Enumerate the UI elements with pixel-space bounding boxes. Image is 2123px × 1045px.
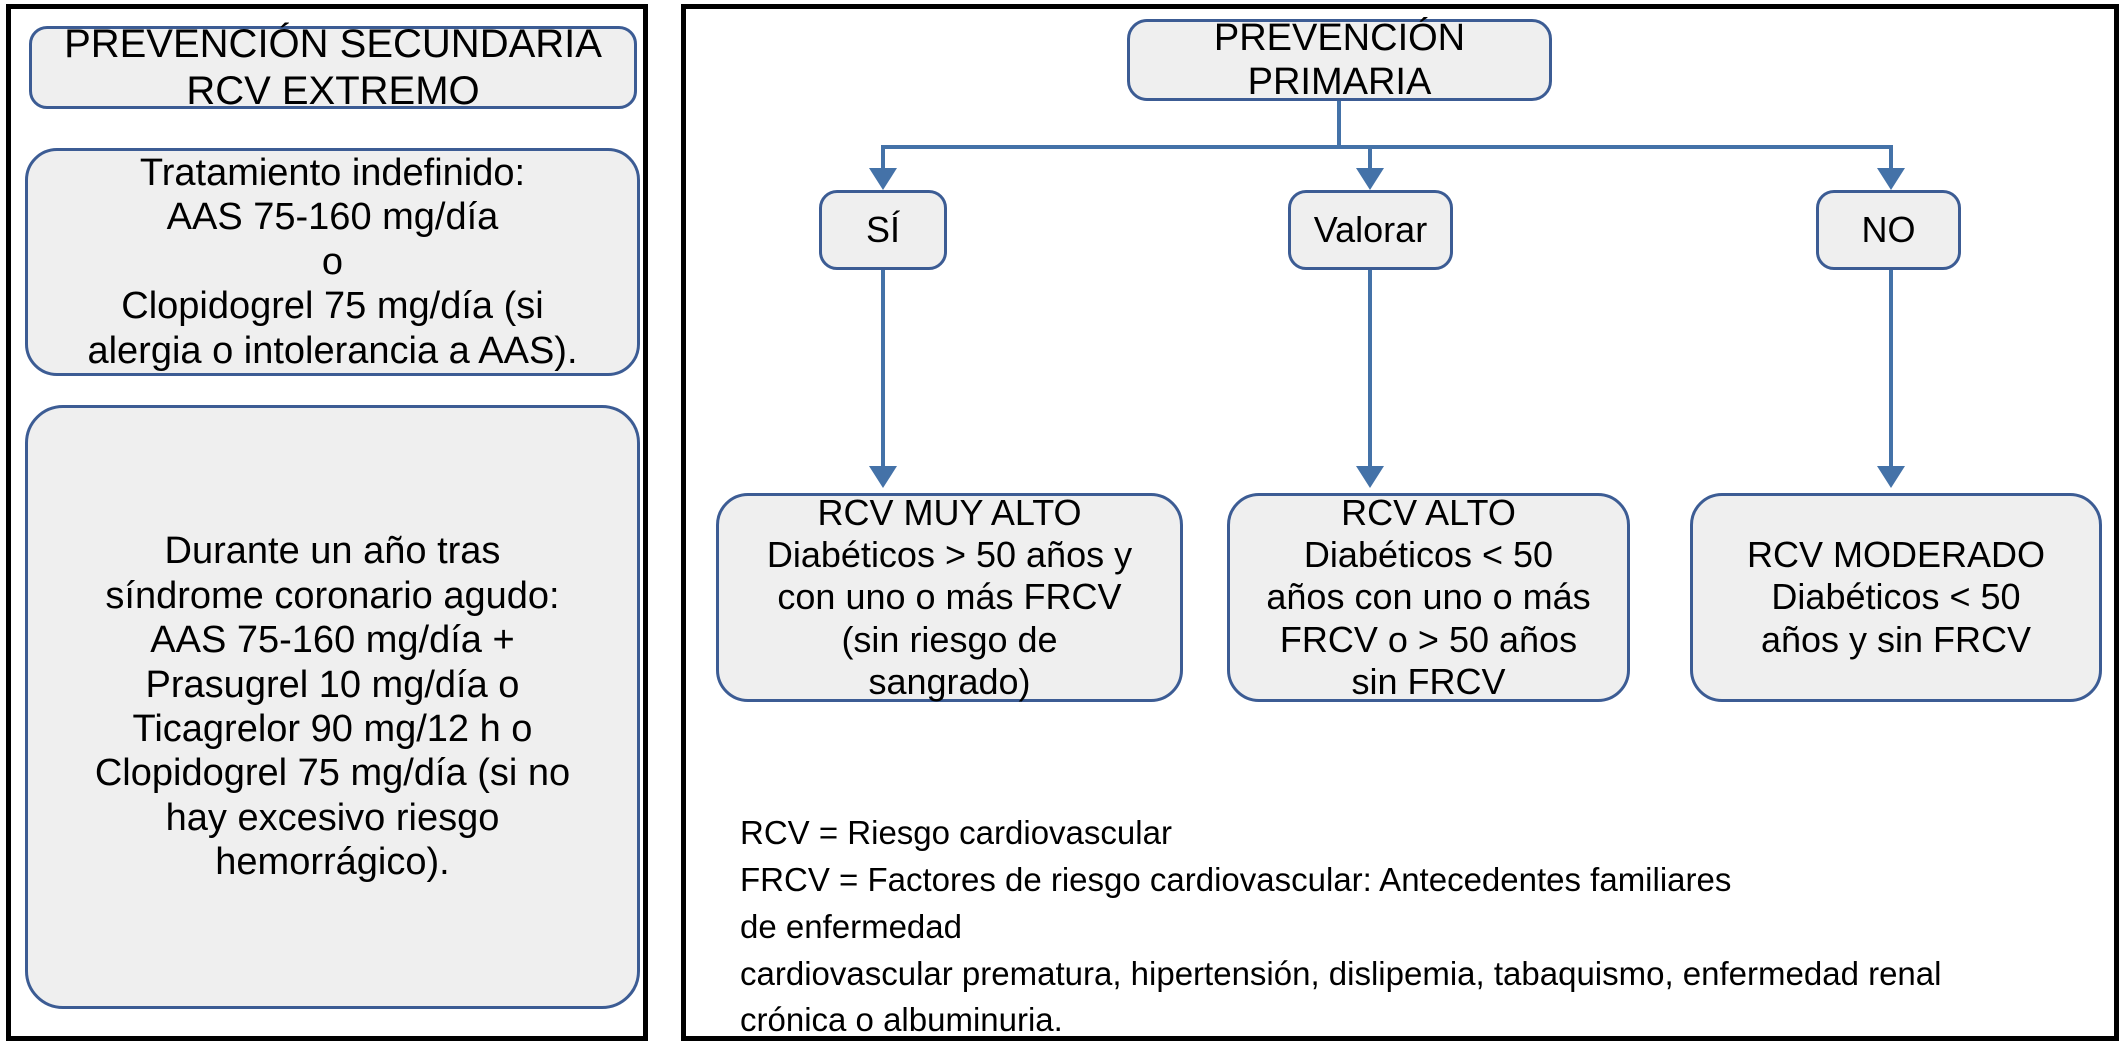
legend-line-frcv-1: FRCV = Factores de riesgo cardiovascular…	[740, 860, 1732, 898]
node-outcome-rcv-moderado[interactable]: RCV MODERADO Diabéticos < 50 años y sin …	[1690, 493, 2102, 702]
legend-line-rcv: RCV = Riesgo cardiovascular	[740, 814, 1172, 851]
node-outcome-rcv-alto[interactable]: RCV ALTO Diabéticos < 50 años con uno o …	[1227, 492, 1630, 702]
legend-line-frcv-4: crónica o albuminuria.	[740, 1001, 1063, 1039]
arrowhead-to-outcome-alto	[1356, 466, 1384, 488]
legend-line-frcv-3: cardiovascular prematura, hipertensión, …	[740, 954, 1942, 992]
node-acute-coronary-syndrome-treatment[interactable]: Durante un año tras síndrome coronario a…	[25, 405, 640, 1009]
connector-bar-to-no	[1889, 145, 1893, 173]
node-primary-prevention-title[interactable]: PREVENCIÓN PRIMARIA	[1127, 17, 1552, 103]
arrowhead-to-outcome-muy-alto	[869, 466, 897, 488]
arrowhead-to-si	[869, 168, 897, 190]
connector-no-to-outcome	[1889, 270, 1893, 470]
node-outcome-rcv-muy-alto[interactable]: RCV MUY ALTO Diabéticos > 50 años y con …	[716, 492, 1183, 702]
connector-root-stem	[1337, 100, 1341, 148]
node-decision-si[interactable]: SÍ	[819, 190, 947, 270]
node-decision-valorar[interactable]: Valorar	[1288, 190, 1453, 270]
arrowhead-to-valorar	[1356, 168, 1384, 190]
arrowhead-to-no	[1877, 168, 1905, 190]
node-indefinite-treatment[interactable]: Tratamiento indefinido: AAS 75-160 mg/dí…	[25, 148, 640, 376]
connector-bar-to-valorar	[1368, 145, 1372, 173]
secondary-prevention-panel: PREVENCIÓN SECUNDARIA RCV EXTREMO Tratam…	[6, 4, 648, 1041]
legend-line-frcv-2: de enfermedad	[740, 907, 962, 945]
connector-si-to-outcome	[881, 270, 885, 470]
connector-bar-to-si	[881, 145, 885, 173]
legend-abbreviations: RCV = Riesgo cardiovascular FRCV = Facto…	[740, 810, 2110, 1044]
arrowhead-to-outcome-moderado	[1877, 466, 1905, 488]
connector-distribution-bar	[881, 145, 1893, 149]
node-secondary-prevention-title[interactable]: PREVENCIÓN SECUNDARIA RCV EXTREMO	[29, 22, 637, 113]
connector-valorar-to-outcome	[1368, 270, 1372, 470]
node-decision-no[interactable]: NO	[1816, 190, 1961, 270]
